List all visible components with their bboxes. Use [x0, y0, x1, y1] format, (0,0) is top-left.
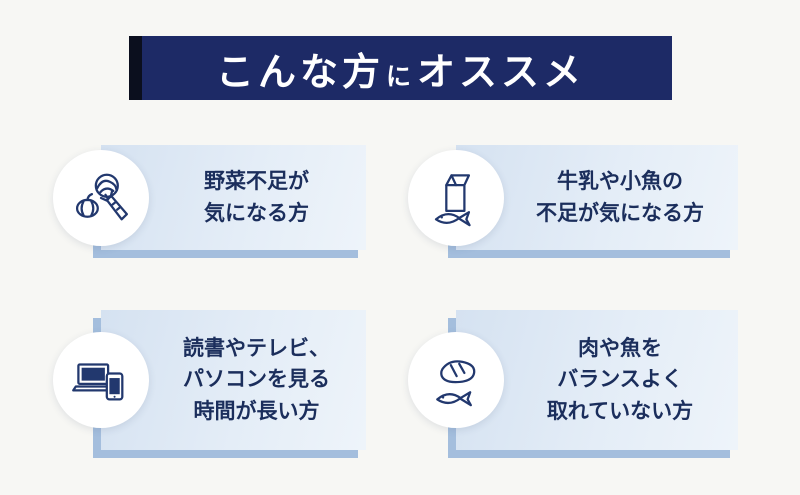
card-meat-panel: 肉や魚を バランスよく 取れていない方: [456, 310, 738, 450]
card-screen-time: 読書やテレビ、 パソコンを見る 時間が長い方: [53, 310, 366, 450]
vegetables-icon: [53, 149, 149, 246]
meat-fish-icon: [408, 332, 504, 428]
card-meat-line1: 肉や魚を: [578, 335, 662, 360]
card-milk-small-fish: 牛乳や小魚の 不足が気になる方: [408, 145, 738, 250]
card-milk-line2: 不足が気になる方: [536, 200, 704, 225]
card-meat-text: 肉や魚を バランスよく 取れていない方: [512, 310, 728, 450]
page-title: こんな方 に オススメ: [216, 41, 585, 96]
card-milk-panel: 牛乳や小魚の 不足が気になる方: [456, 145, 738, 250]
card-vegetables-text: 野菜不足が 気になる方: [157, 145, 356, 250]
card-screen-line1: 読書やテレビ、: [183, 335, 330, 360]
card-meat-line2: バランスよく: [557, 367, 683, 392]
card-milk-line1: 牛乳や小魚の: [557, 169, 683, 193]
card-screen-line3: 時間が長い方: [193, 398, 320, 423]
devices-icon: [53, 332, 149, 428]
card-screen-text: 読書やテレビ、 パソコンを見る 時間が長い方: [157, 310, 356, 450]
card-milk-text: 牛乳や小魚の 不足が気になる方: [512, 145, 728, 250]
banner-left-accent-bar: [129, 36, 142, 100]
page-title-part2: に: [385, 63, 415, 91]
milk-fish-icon: [408, 149, 504, 246]
page-title-part1: こんな方: [215, 51, 384, 94]
card-screen-line2: パソコンを見る: [183, 367, 330, 392]
page-title-part3: オススメ: [417, 51, 586, 94]
card-vegetables-line1: 野菜不足が: [204, 169, 309, 193]
card-vegetables-line2: 気になる方: [204, 200, 309, 225]
title-banner: こんな方 に オススメ: [129, 36, 672, 100]
card-meat-fish: 肉や魚を バランスよく 取れていない方: [408, 310, 738, 450]
card-meat-line3: 取れていない方: [546, 398, 694, 423]
card-screen-panel: 読書やテレビ、 パソコンを見る 時間が長い方: [101, 310, 366, 450]
card-vegetables: 野菜不足が 気になる方: [53, 145, 366, 250]
